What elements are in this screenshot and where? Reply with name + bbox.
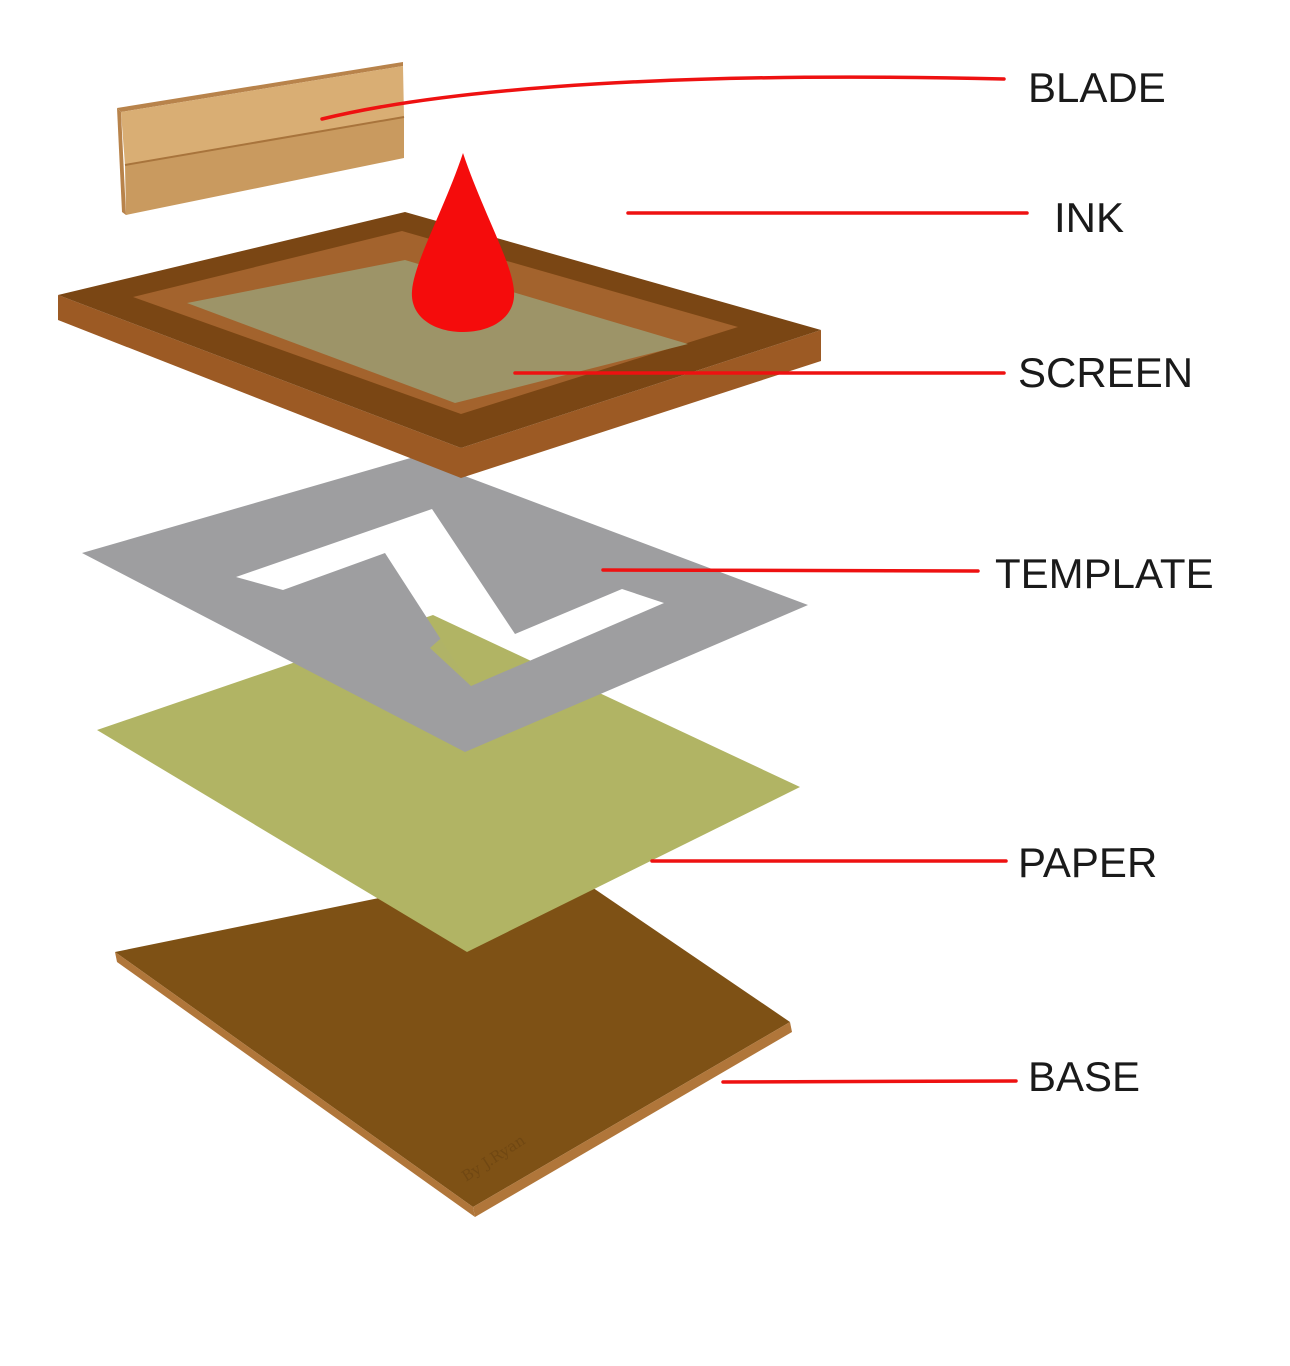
blade-fold-line [124, 116, 405, 166]
paper-through-cutout [430, 632, 485, 686]
label-base: BASE [1028, 1053, 1140, 1100]
blade-back-edge [117, 62, 403, 112]
label-template: TEMPLATE [995, 550, 1214, 597]
label-screen: SCREEN [1018, 349, 1193, 396]
ink-drop [411, 153, 515, 332]
blade-leader-line [320, 75, 1006, 121]
base-board: By J.Ryan [115, 862, 792, 1217]
paper-sheet-surface [97, 615, 800, 952]
template-stencil-surface [82, 457, 808, 752]
base-leader-line [721, 1079, 1018, 1084]
label-blade: BLADE [1028, 64, 1166, 111]
labels: BLADE INK SCREEN TEMPLATE PAPER BASE [995, 64, 1214, 1100]
paper-sheet [97, 615, 800, 952]
base-board-left-edge [115, 952, 475, 1217]
blade [117, 62, 405, 215]
screen-frame-right-side [461, 330, 821, 478]
template-stencil [82, 457, 808, 752]
base-board-edge [473, 1022, 792, 1217]
leader-lines [320, 75, 1029, 1084]
screen-mesh [187, 260, 688, 403]
label-ink: INK [1054, 194, 1124, 241]
blade-side-edge [117, 108, 126, 215]
label-paper: PAPER [1018, 839, 1157, 886]
screen-frame-left-side [58, 295, 461, 478]
template-leader-line [601, 568, 980, 573]
blade-upper-face [121, 66, 404, 165]
blade-lower-face [125, 117, 404, 215]
base-board-top [115, 862, 790, 1207]
